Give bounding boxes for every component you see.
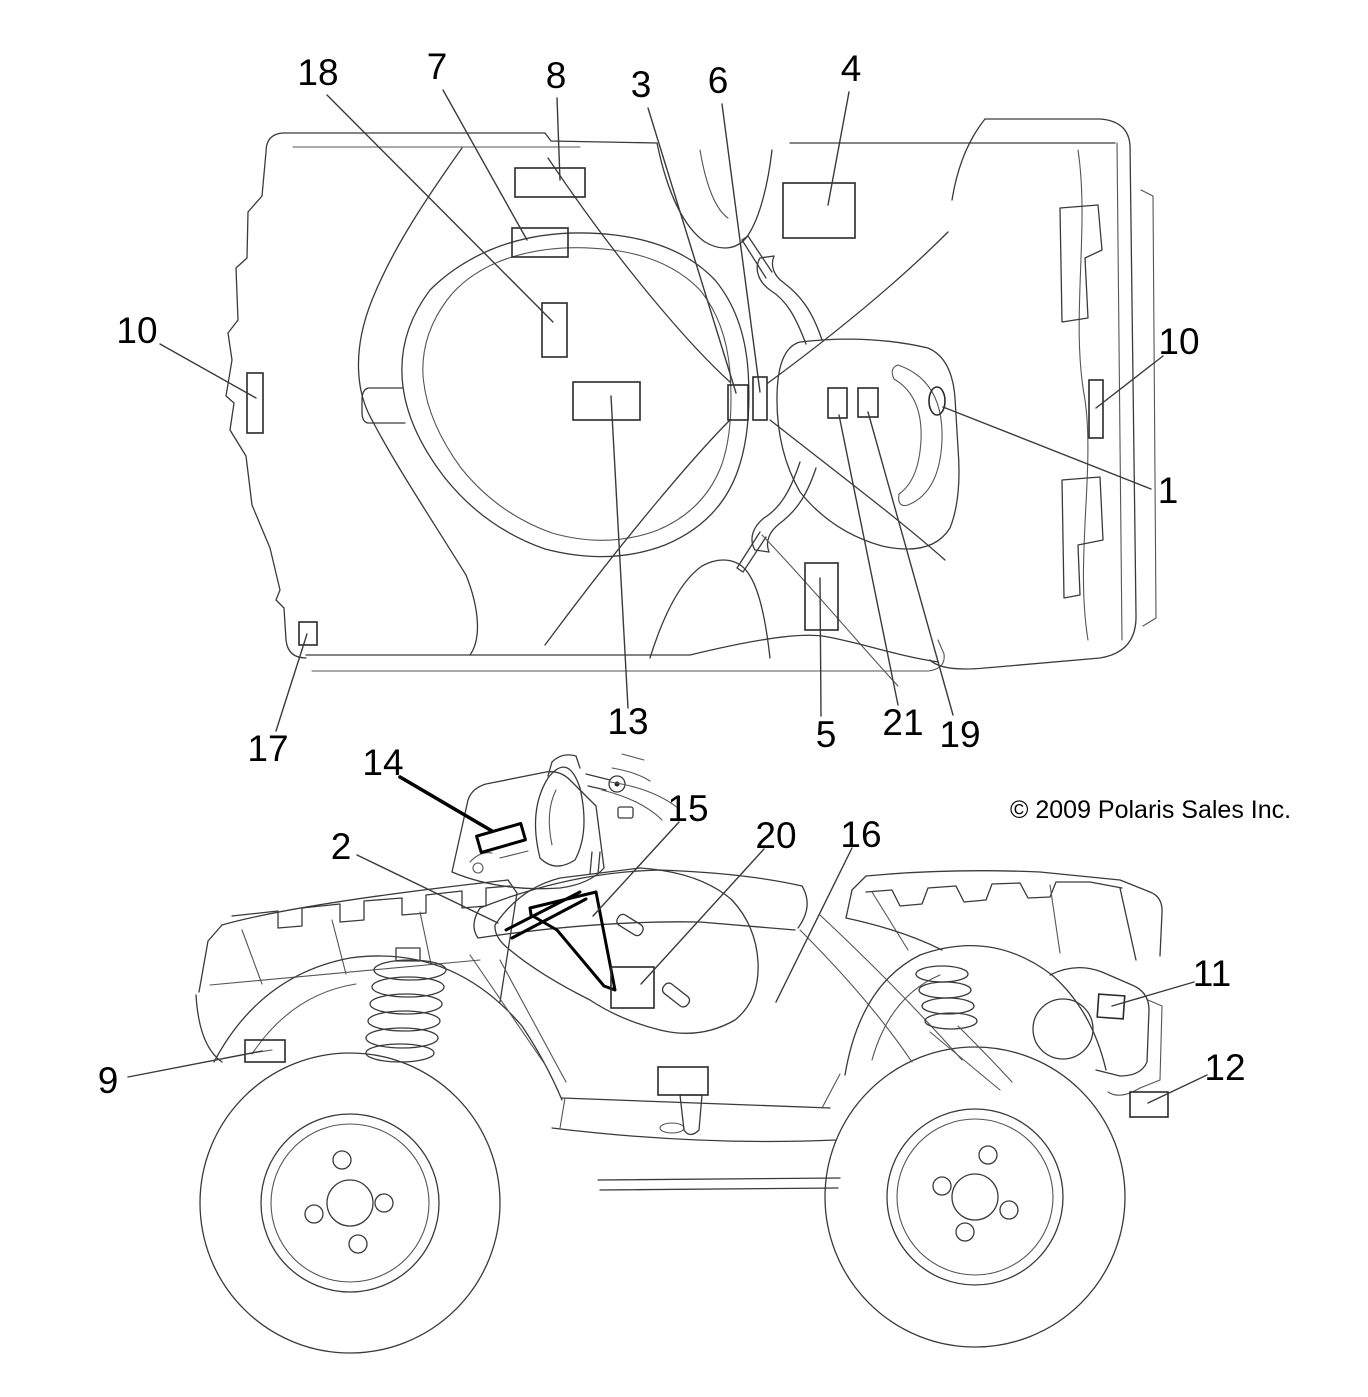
decal-1: [928, 386, 946, 416]
decal-20: [610, 966, 655, 1009]
callout-21-label: 21: [882, 702, 923, 743]
leader-13: [610, 395, 629, 709]
decal-15-swoosh: [528, 890, 617, 992]
rear-wheel: [199, 1052, 501, 1354]
front-shock-spring: [915, 965, 1013, 1091]
leader-15: [592, 821, 680, 917]
decal-8: [514, 167, 586, 198]
callout-13-label: 13: [607, 701, 648, 742]
callout-3-label: 3: [631, 64, 652, 105]
callout-labels: 18 7 8 3 6 4 10 10 1 17 13 5 21 19 14 2 …: [98, 46, 1246, 1101]
leader-9: [127, 1050, 263, 1078]
leader-10-left: [159, 343, 257, 399]
callout-20-label: 20: [755, 815, 796, 856]
leader-21: [838, 414, 899, 706]
leader-16: [775, 847, 853, 1003]
callout-11-label: 11: [1193, 953, 1231, 994]
leader-lines: [127, 89, 1208, 1104]
side-view-drawing: [195, 753, 1163, 1354]
callout-6-label: 6: [708, 60, 729, 101]
decal-4: [782, 182, 856, 239]
decal-9: [244, 1039, 286, 1063]
callout-5-label: 5: [816, 714, 837, 755]
decal-14: [475, 821, 527, 855]
decal-6: [752, 376, 768, 421]
decal-10-left: [246, 372, 264, 434]
callout-18-label: 18: [297, 52, 338, 93]
callout-12-label: 12: [1204, 1047, 1245, 1088]
decal-boxes: [244, 167, 1169, 1118]
decal-3: [727, 384, 749, 421]
decal-7: [511, 227, 569, 258]
leader-6: [721, 103, 761, 393]
callout-17-label: 17: [247, 728, 288, 769]
callout-16-label: 16: [840, 814, 881, 855]
callout-15-label: 15: [667, 788, 708, 829]
leader-10-right: [1095, 355, 1164, 409]
leader-17: [275, 633, 308, 732]
callout-19-label: 19: [939, 714, 980, 755]
leader-2: [356, 854, 499, 924]
callout-7-label: 7: [427, 46, 448, 87]
callout-10-left-label: 10: [116, 310, 157, 351]
decal-11: [1096, 993, 1126, 1020]
decal-13: [572, 381, 641, 421]
leader-5: [819, 577, 822, 717]
copyright-text: © 2009 Polaris Sales Inc.: [1010, 796, 1291, 824]
top-view-drawing: [225, 118, 1157, 687]
callout-2-label: 2: [331, 826, 352, 867]
leader-11: [1111, 981, 1195, 1007]
leader-3: [647, 107, 737, 394]
callout-14-label: 14: [362, 742, 403, 783]
decal-17: [298, 621, 318, 646]
callout-1-label: 1: [1158, 470, 1179, 511]
decal-19: [857, 387, 879, 418]
decal-21: [827, 387, 848, 419]
leader-19: [867, 411, 954, 716]
decal-12: [1129, 1091, 1169, 1118]
decal-5: [804, 562, 839, 631]
leader-8: [556, 97, 561, 181]
decal-10-right: [1088, 379, 1104, 439]
decal-18: [541, 302, 568, 358]
leader-12: [1147, 1074, 1208, 1104]
rear-shock-spring: [365, 947, 447, 1063]
leader-20: [640, 848, 765, 985]
callout-9-label: 9: [98, 1060, 119, 1101]
callout-8-label: 8: [546, 55, 567, 96]
decal-engine: [657, 1066, 709, 1096]
callout-10-right-label: 10: [1158, 321, 1199, 362]
leader-1: [942, 406, 1152, 490]
front-wheel: [824, 1046, 1126, 1348]
leader-4: [827, 91, 850, 206]
leader-7: [442, 89, 528, 241]
leader-14: [398, 775, 494, 833]
callout-4-label: 4: [841, 48, 862, 89]
leader-18: [326, 94, 554, 323]
